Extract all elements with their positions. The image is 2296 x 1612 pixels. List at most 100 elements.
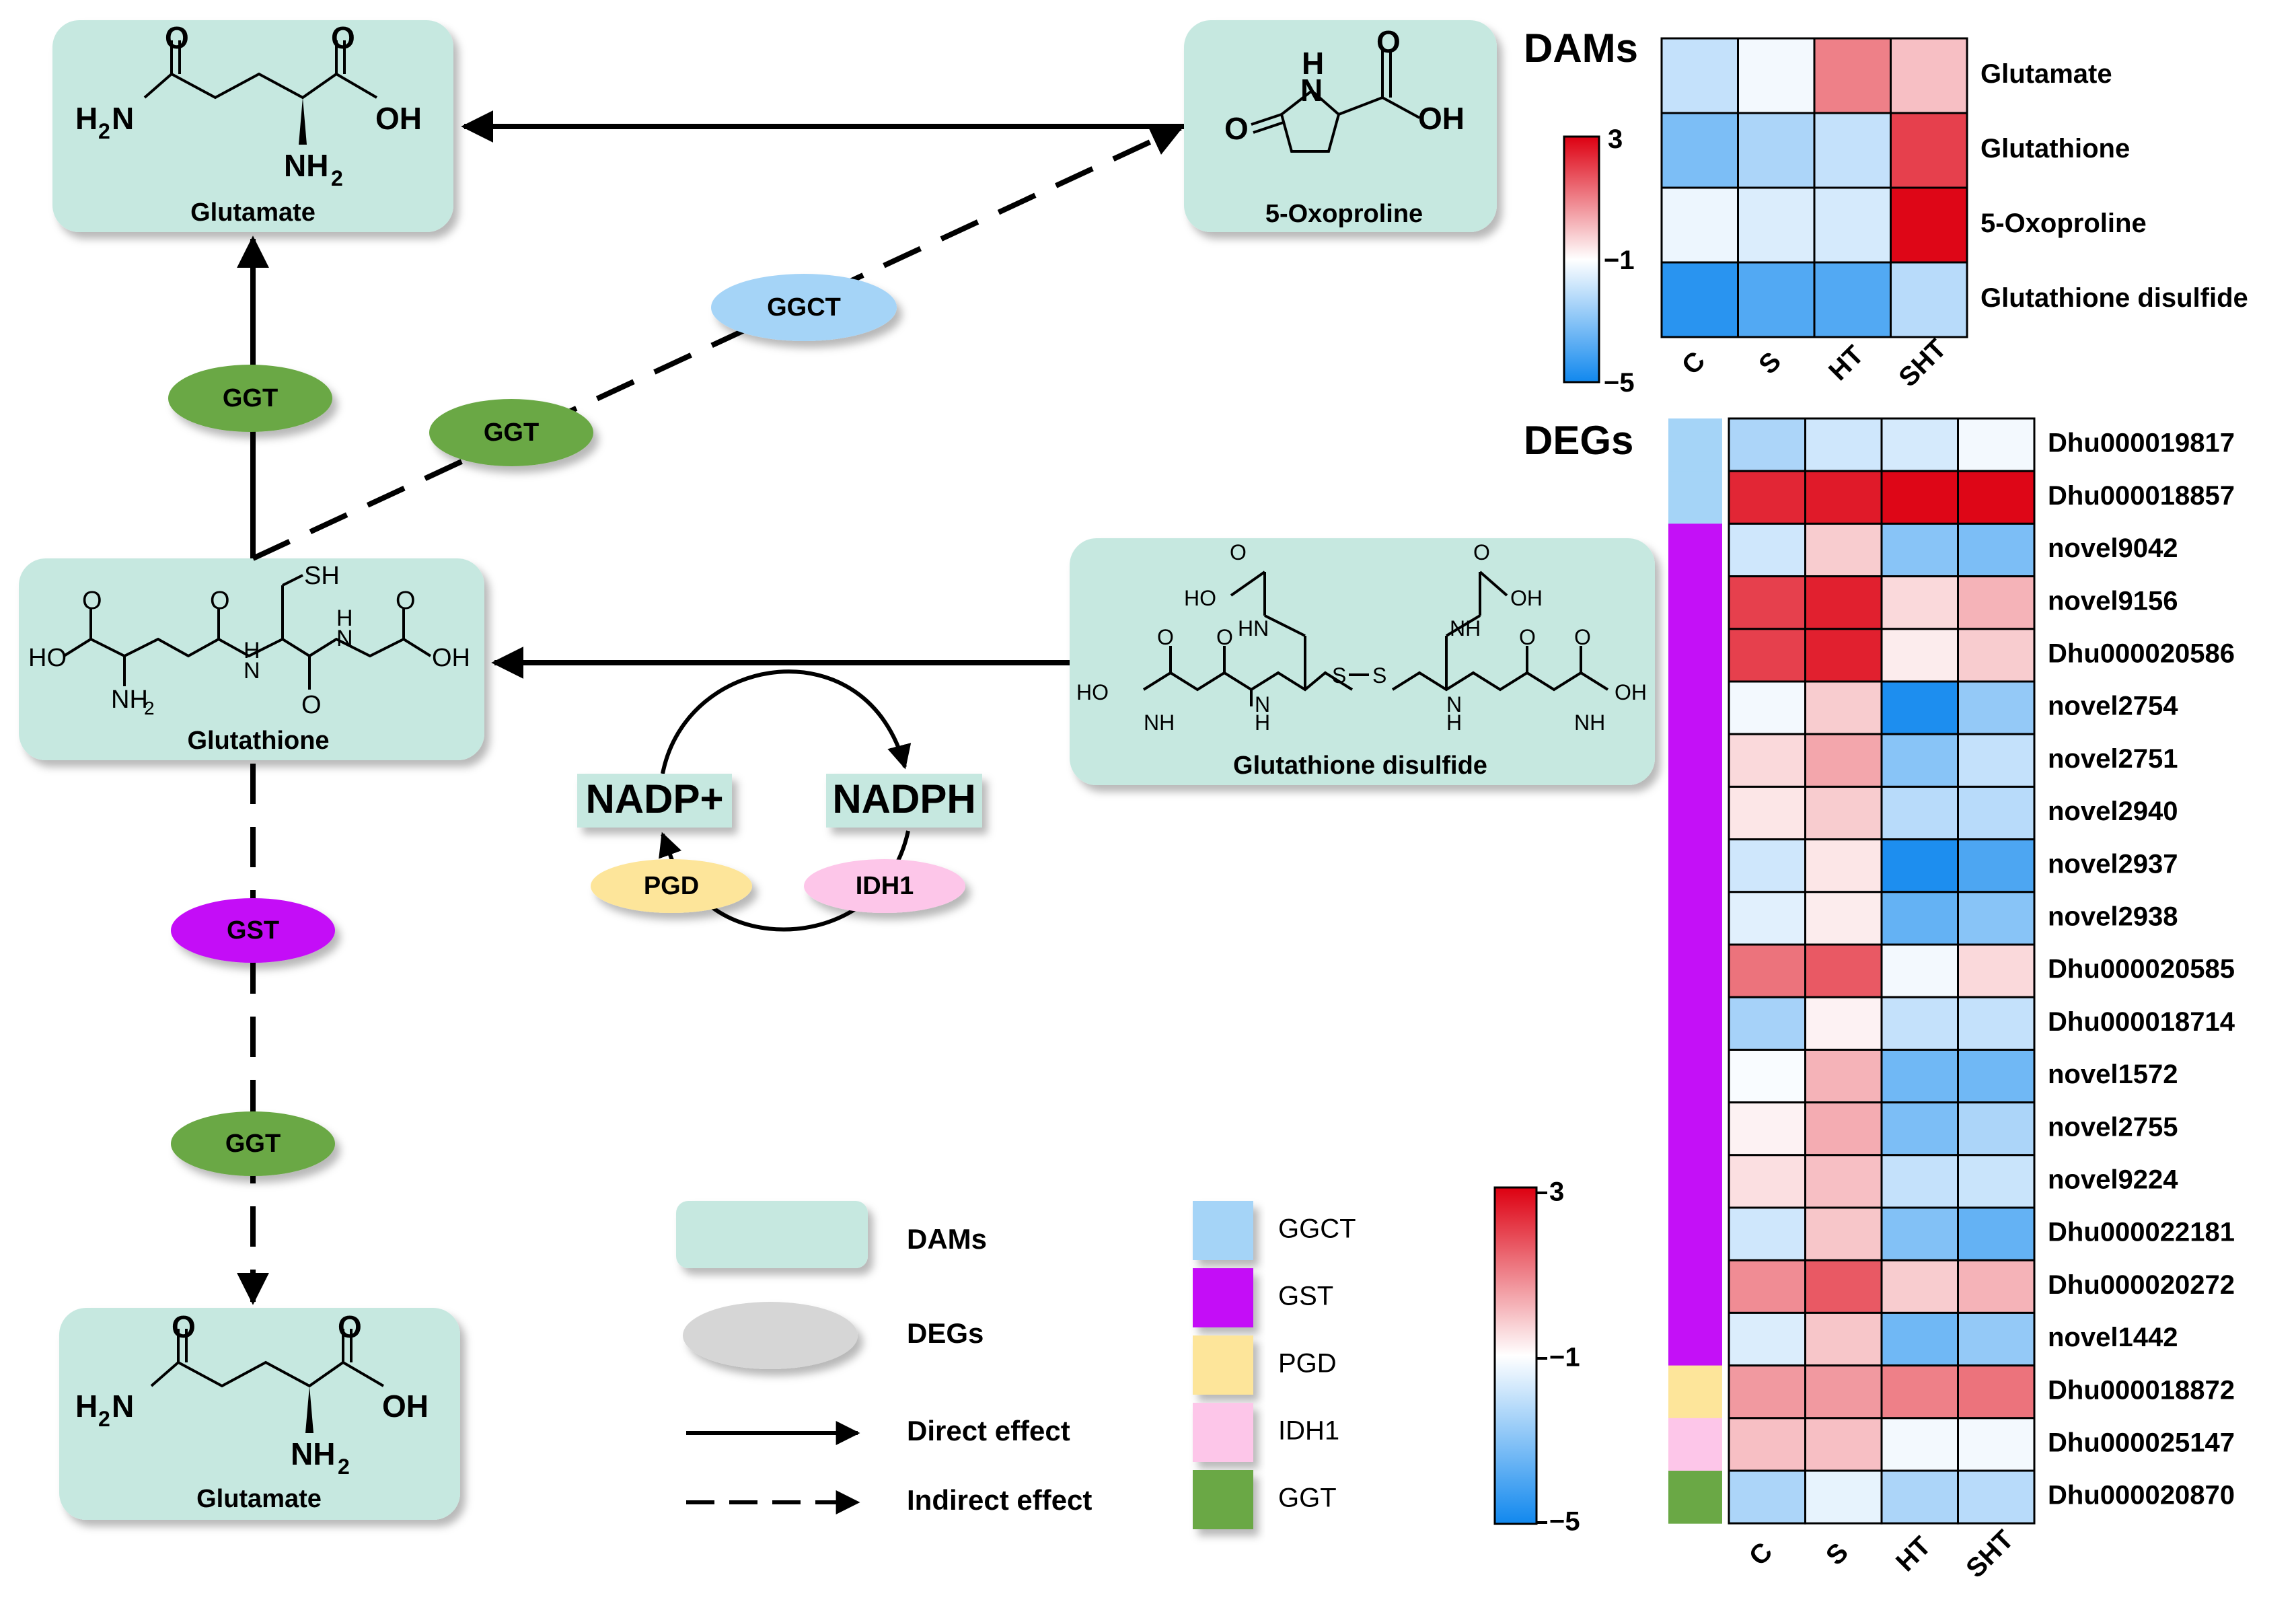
degs-cell [1957, 996, 2036, 1051]
svg-text:HO: HO [1184, 586, 1216, 610]
degs-row-label: Dhu000019817 [2048, 429, 2235, 458]
dams-cell [1813, 186, 1892, 264]
degs-group-swatch [1668, 523, 1722, 577]
svg-text:2: 2 [144, 698, 155, 719]
legend-class-swatch [1193, 1268, 1253, 1327]
degs-cell [1880, 943, 1959, 998]
svg-text:O: O [1224, 111, 1249, 146]
degs-cell [1804, 996, 1883, 1051]
degs-cell [1957, 943, 2036, 998]
degs-row-label: novel2937 [2048, 849, 2178, 879]
degs-column-label: HT [1890, 1531, 1937, 1578]
degs-group-swatch [1668, 1260, 1722, 1313]
dams-row-label: Glutathione disulfide [1980, 283, 2248, 313]
degs-cell [1957, 1311, 2036, 1367]
svg-text:IDH1: IDH1 [856, 872, 914, 900]
dams-heatmap-cells [1660, 37, 1968, 338]
svg-text:O: O [1574, 625, 1591, 649]
svg-text:NH: NH [284, 148, 328, 183]
glutathione-disulfide-structure-icon: O O O O O O HO OH HO OH HN NH N H N H S … [1076, 540, 1647, 735]
svg-text:S: S [1372, 663, 1386, 688]
degs-cell [1728, 733, 1806, 788]
svg-text:O: O [338, 1309, 362, 1344]
degs-cell [1728, 1154, 1806, 1209]
degs-cell [1957, 733, 2036, 788]
legend-direct-label: Direct effect [907, 1415, 1070, 1446]
dams-row-label: 5-Oxoproline [1980, 209, 2147, 238]
degs-cell [1804, 575, 1883, 630]
svg-text:OH: OH [1418, 101, 1465, 136]
degs-cell [1880, 1417, 1959, 1472]
degs-cell [1880, 785, 1959, 841]
dams-cell [1737, 261, 1816, 338]
dams-column-label: C [1676, 346, 1711, 381]
dams-cell [1660, 186, 1739, 264]
dams-column-label: HT [1823, 340, 1869, 386]
svg-text:HN: HN [1238, 616, 1269, 640]
dams-cell [1890, 186, 1968, 264]
dams-heatmap-title: DAMs [1524, 26, 1638, 71]
svg-text:GGCT: GGCT [767, 293, 841, 322]
degs-cell [1804, 417, 1883, 472]
degs-row-label: Dhu000020870 [2048, 1481, 2235, 1510]
degs-cell [1880, 996, 1959, 1051]
degs-cell [1880, 522, 1959, 578]
degs-cell [1804, 522, 1883, 578]
degs-cell [1880, 1364, 1959, 1420]
glutamate-top-label: Glutamate [190, 198, 316, 227]
svg-text:N: N [112, 1389, 134, 1424]
legend-class-swatch [1193, 1335, 1253, 1395]
dams-row-label: Glutamate [1980, 59, 2112, 89]
svg-text:NH: NH [1574, 710, 1605, 735]
svg-text:H: H [75, 1389, 98, 1424]
degs-row-label: novel2751 [2048, 744, 2178, 774]
degs-cell [1957, 1048, 2036, 1104]
degs-row-label: Dhu000020586 [2048, 638, 2235, 668]
node-glutathione-disulfide: O O O O O O HO OH HO OH HN NH N H N H S … [1070, 538, 1655, 785]
degs-cell [1728, 1101, 1806, 1157]
degs-cell [1728, 470, 1806, 525]
degs-column-label: S [1820, 1537, 1854, 1571]
degs-cell [1728, 785, 1806, 841]
glutamate-bottom-label: Glutamate [196, 1485, 322, 1513]
cofactor-nadph: NADPH [826, 774, 982, 828]
dams-column-label: S [1753, 346, 1787, 380]
degs-cell [1728, 680, 1806, 735]
svg-text:H: H [1446, 710, 1462, 735]
legend-class-label: IDH1 [1278, 1416, 1339, 1446]
svg-text:N: N [336, 626, 353, 651]
degs-cell [1728, 575, 1806, 630]
degs-cell [1804, 733, 1883, 788]
degs-cell [1728, 1364, 1806, 1420]
degs-row-label: novel1572 [2048, 1060, 2178, 1089]
degs-cell [1728, 891, 1806, 946]
svg-text:O: O [82, 587, 102, 615]
cofactor-nadp-plus: NADP+ [577, 774, 732, 828]
svg-text:NADP+: NADP+ [585, 776, 723, 821]
degs-cell [1804, 1206, 1883, 1261]
degs-cell [1728, 1469, 1806, 1525]
glutathione-disulfide-label: Glutathione disulfide [1233, 752, 1487, 780]
dams-cell [1737, 37, 1816, 114]
degs-heatmap: DEGs Dhu000019817Dhu000018857novel9042no… [1524, 417, 2235, 1584]
degs-cell [1880, 1154, 1959, 1209]
legend-scale-max: 3 [1549, 1177, 1564, 1207]
dams-scale-mid: −1 [1604, 246, 1635, 275]
degs-cell [1804, 1364, 1883, 1420]
degs-cell [1880, 838, 1959, 893]
node-glutathione: O O O O SH HO OH NH 2 N H H N Glutathion… [19, 558, 484, 760]
degs-cell [1880, 891, 1959, 946]
node-glutamate-bottom: O O H 2 N OH NH 2 Glutamate [59, 1308, 460, 1520]
legend-scale-mid: −1 [1549, 1343, 1580, 1372]
dams-cell [1737, 186, 1816, 264]
dams-column-label: SHT [1893, 334, 1952, 393]
degs-cell [1880, 575, 1959, 630]
degs-group-swatch [1668, 839, 1722, 893]
legend-color-scale-bar [1493, 1186, 1538, 1525]
degs-cell [1957, 417, 2036, 472]
degs-cell [1957, 1259, 2036, 1314]
degs-cell [1804, 1048, 1883, 1104]
degs-cell [1957, 1469, 2036, 1525]
